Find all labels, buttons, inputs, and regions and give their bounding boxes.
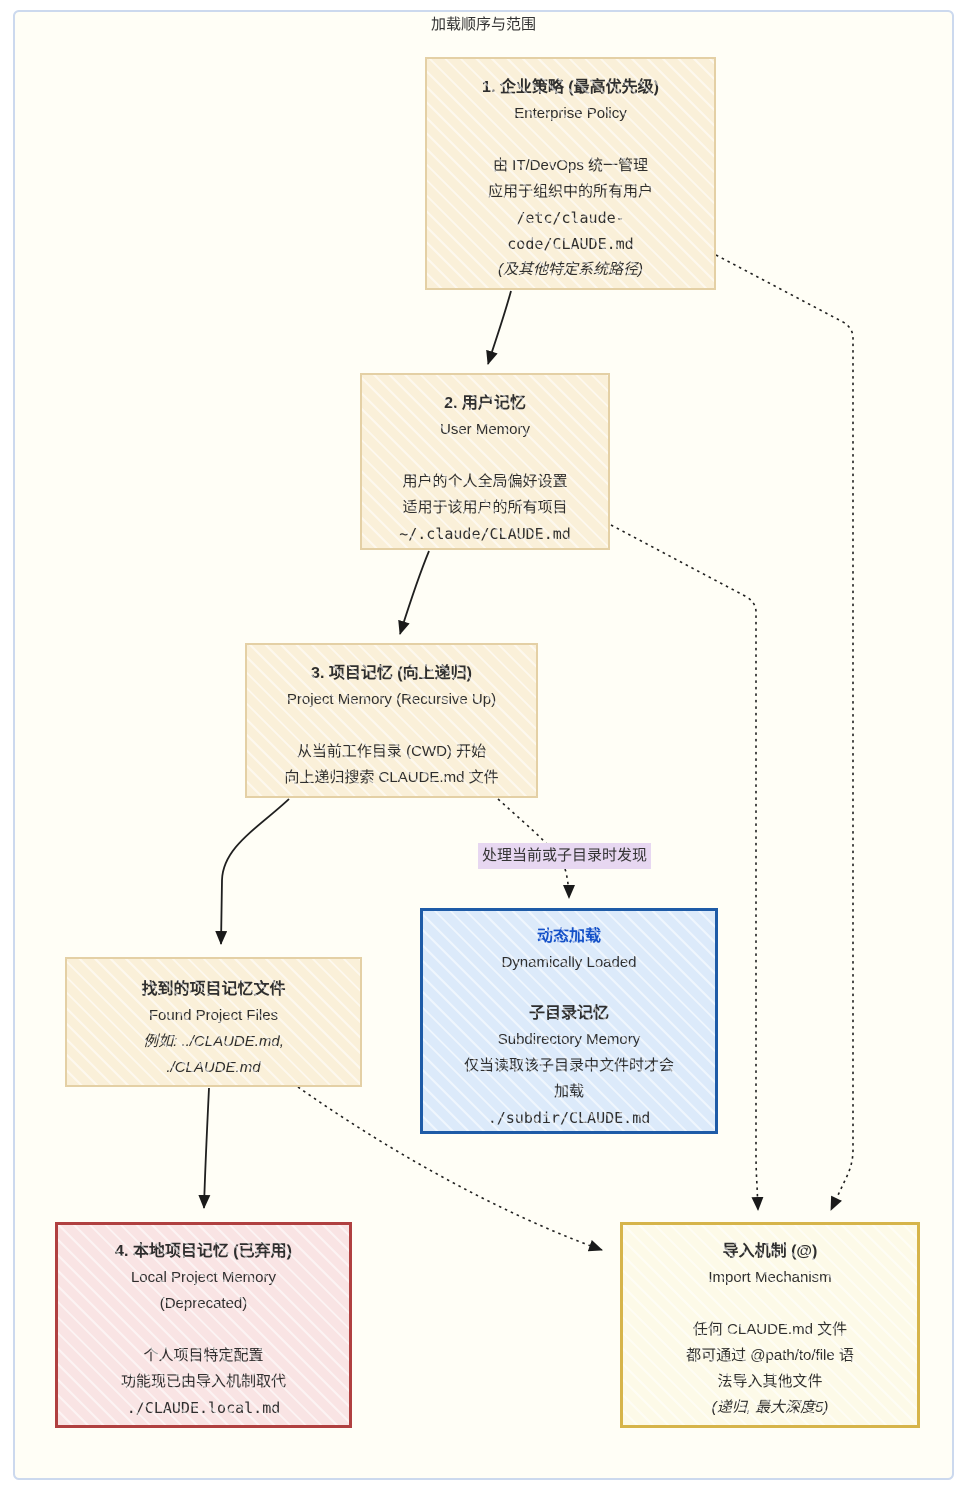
node-line: 从当前工作目录 (CWD) 开始	[296, 743, 487, 760]
node-subtitle: Found Project Files	[148, 1007, 279, 1024]
node-title: 4. 本地项目记忆 (已弃用)	[115, 1243, 292, 1260]
node-subtitle: Local Project Memory	[130, 1269, 277, 1286]
node-subtitle: Enterprise Policy	[514, 105, 627, 122]
node-code: ./CLAUDE.local.md	[126, 1399, 281, 1417]
node-subtitle: Project Memory (Recursive Up)	[286, 691, 497, 708]
node-subtitle: Dynamically Loaded	[501, 954, 637, 971]
node-code: ./subdir/CLAUDE.md	[487, 1109, 651, 1127]
node-line: 功能现已由导入机制取代	[120, 1373, 286, 1390]
node-line: 适用于该用户的所有项目	[402, 499, 568, 516]
node-note: (递归, 最大深度5)	[711, 1399, 829, 1416]
node-subtitle: User Memory	[439, 421, 530, 438]
node-line: 任何 CLAUDE.md 文件	[692, 1321, 848, 1338]
edge-label-discovered: 处理当前或子目录时发现	[478, 843, 652, 869]
node-line: 由 IT/DevOps 统一管理	[492, 157, 649, 174]
node-title: 找到的项目记忆文件	[141, 981, 286, 998]
node-note: (及其他特定系统路径)	[498, 261, 643, 278]
node-note: 例如: ../CLAUDE.md,	[143, 1033, 284, 1050]
diagram-title: 加载顺序与范围	[430, 16, 537, 33]
node-code: ~/.claude/CLAUDE.md	[399, 525, 571, 543]
node-line: 加载	[553, 1083, 584, 1100]
node-subtitle: (Deprecated)	[159, 1295, 248, 1312]
node-subtitle: Import Mechanism	[708, 1269, 832, 1286]
node-found-project-files: 找到的项目记忆文件 Found Project Files 例如: ../CLA…	[65, 957, 362, 1087]
node-title: 1. 企业策略 (最高优先级)	[482, 79, 659, 96]
node-line: 法导入其他文件	[717, 1373, 823, 1390]
node-line: 都可通过 @path/to/file 语	[686, 1347, 854, 1364]
node-note: ./CLAUDE.md	[166, 1059, 261, 1076]
node-line: 个人项目特定配置	[143, 1347, 264, 1364]
node-subtitle: Subdirectory Memory	[497, 1031, 641, 1048]
node-heading: 子目录记忆	[528, 1005, 609, 1022]
node-local-project-memory: 4. 本地项目记忆 (已弃用) Local Project Memory (De…	[55, 1222, 352, 1428]
node-line: 仅当读取该子目录中文件时才会	[463, 1057, 674, 1074]
node-enterprise-policy: 1. 企业策略 (最高优先级) Enterprise Policy 由 IT/D…	[425, 57, 716, 290]
node-title: 3. 项目记忆 (向上递归)	[311, 665, 472, 682]
node-import-mechanism: 导入机制 (@) Import Mechanism 任何 CLAUDE.md 文…	[620, 1222, 920, 1428]
node-line: 向上递归搜索 CLAUDE.md 文件	[284, 769, 499, 786]
node-code: /etc/claude-	[516, 209, 625, 227]
node-code: code/CLAUDE.md	[507, 235, 634, 253]
node-line: 用户的个人全局偏好设置	[402, 473, 568, 490]
node-project-memory: 3. 项目记忆 (向上递归) Project Memory (Recursive…	[245, 643, 538, 798]
node-title: 2. 用户记忆	[444, 395, 526, 412]
node-title: 动态加载	[536, 928, 601, 945]
node-dynamically-loaded: 动态加载 Dynamically Loaded 子目录记忆 Subdirecto…	[420, 908, 718, 1134]
node-title: 导入机制 (@)	[722, 1243, 818, 1260]
node-user-memory: 2. 用户记忆 User Memory 用户的个人全局偏好设置 适用于该用户的所…	[360, 373, 610, 550]
node-line: 应用于组织中的所有用户	[487, 183, 653, 200]
